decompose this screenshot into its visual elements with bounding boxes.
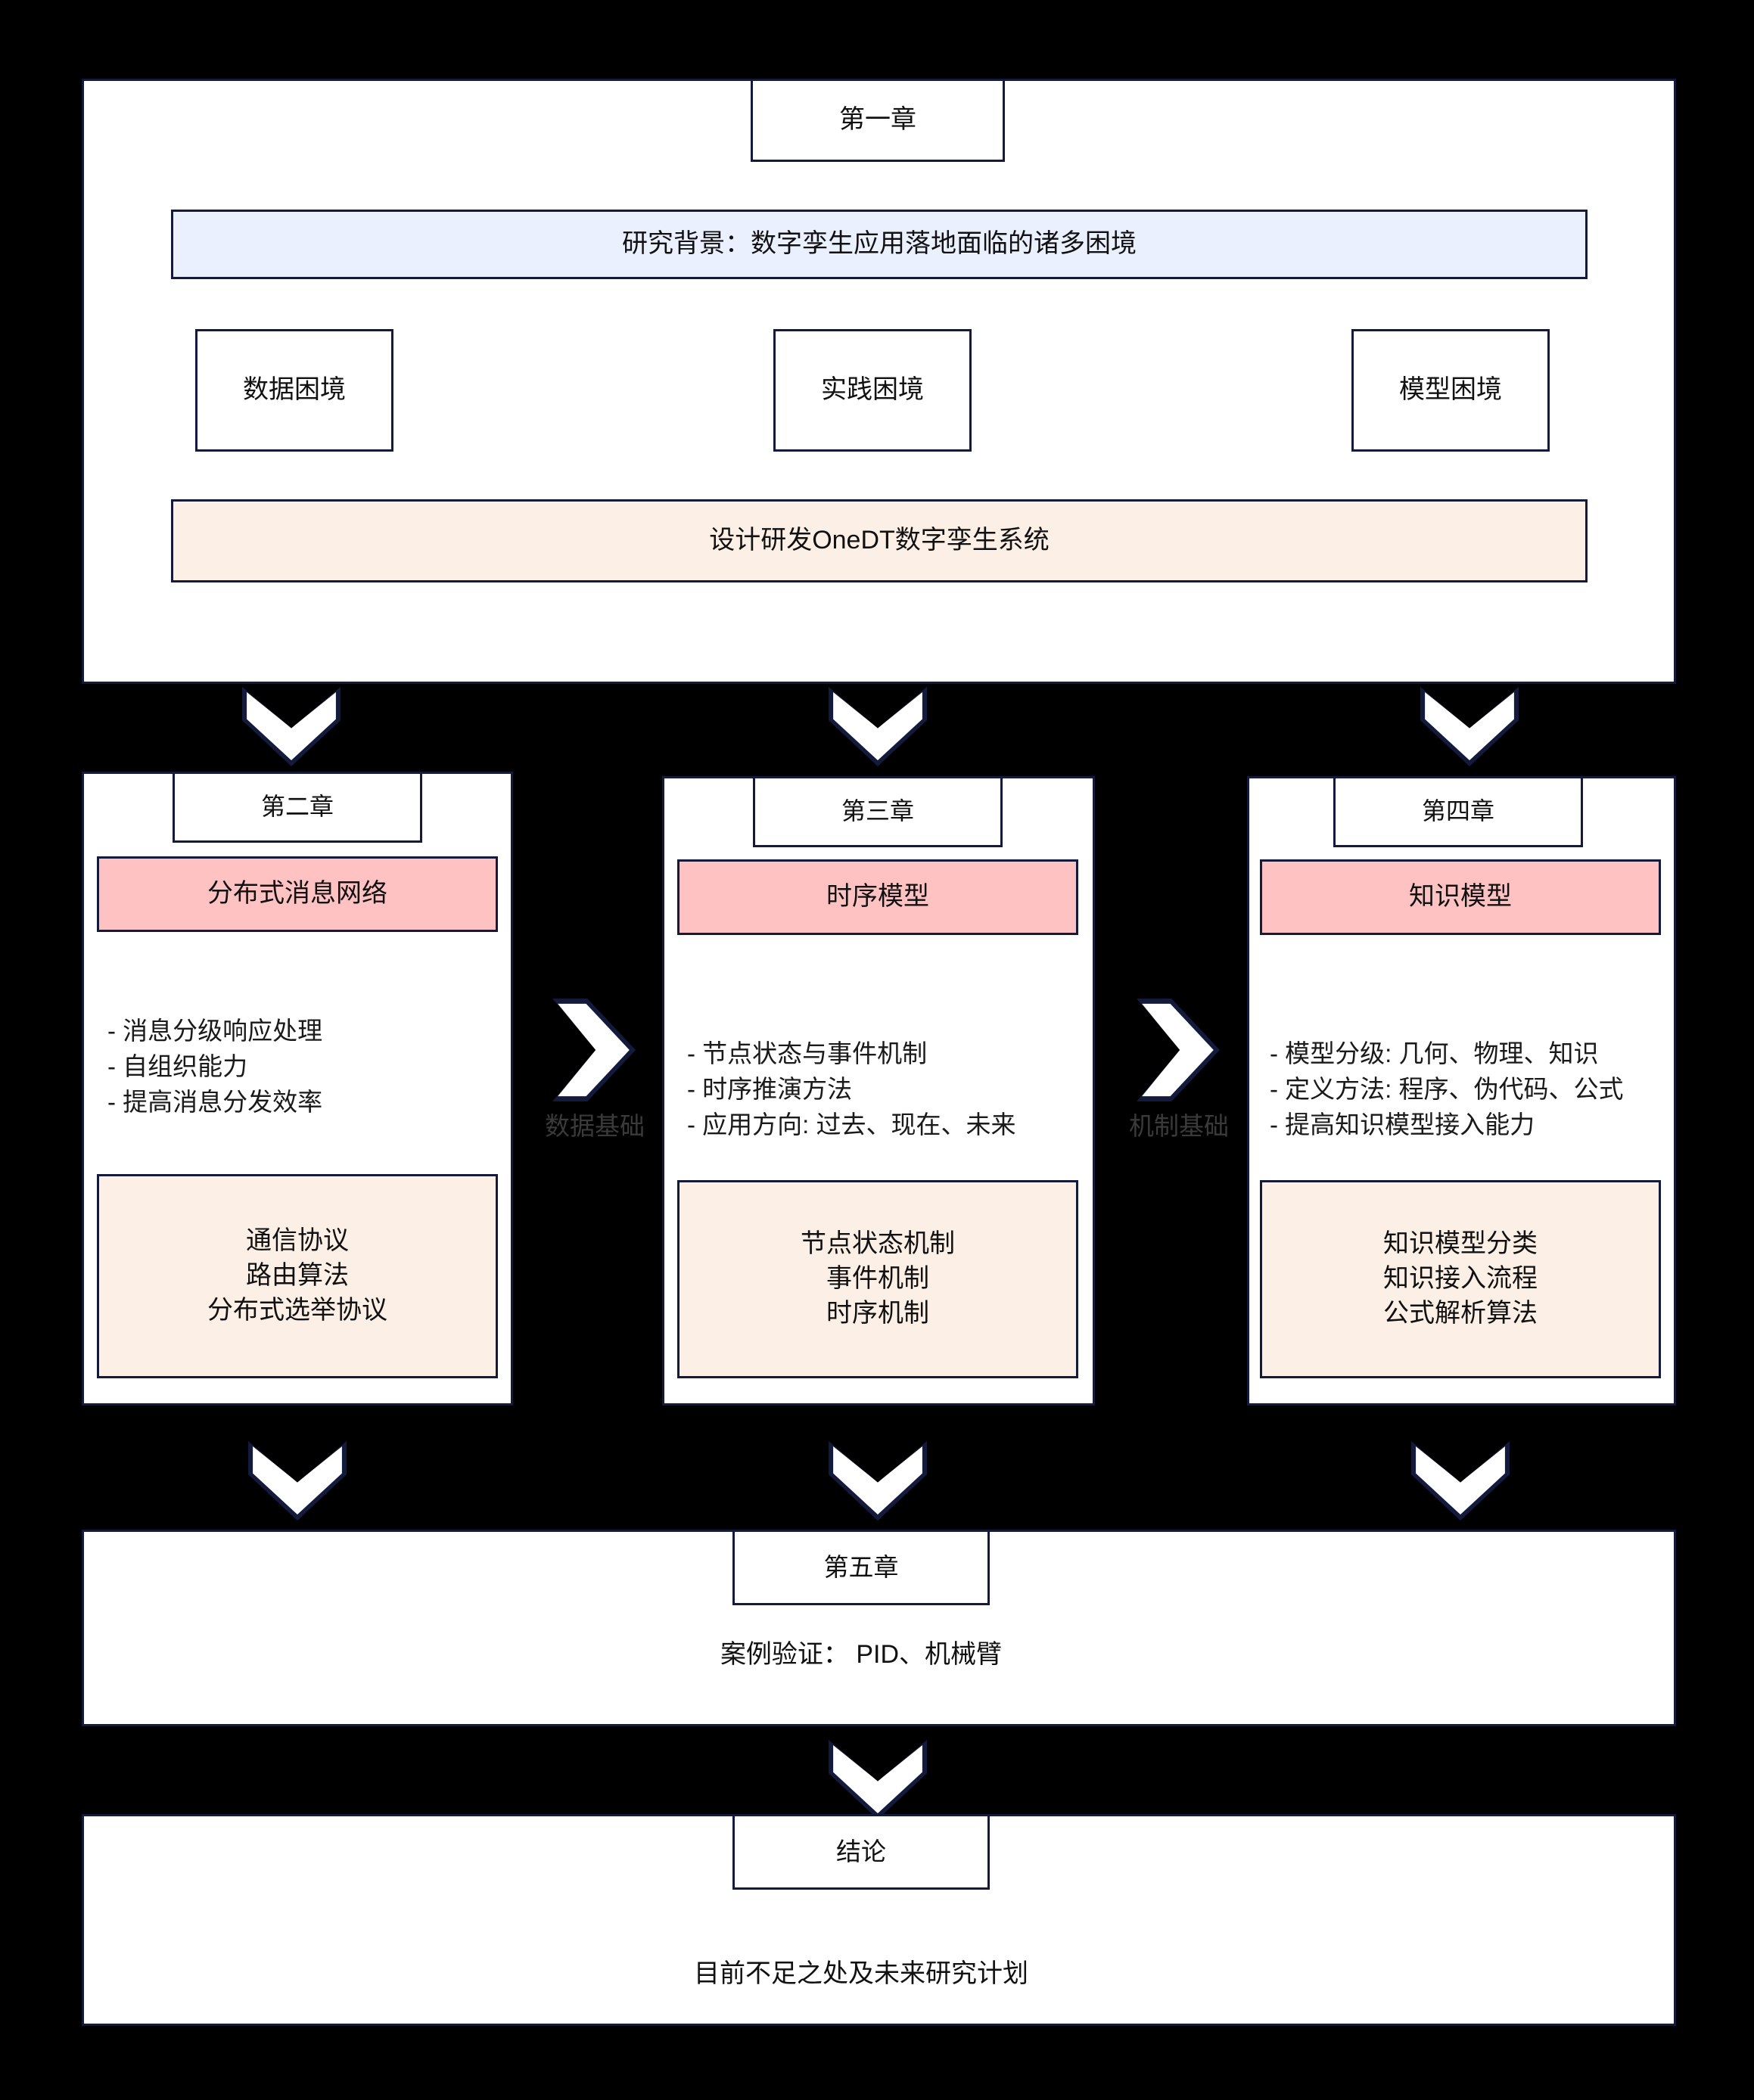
- chapter-5-title-box[interactable]: 第五章: [732, 1530, 990, 1605]
- down-arrow-chapter-4-to-5: [1411, 1441, 1510, 1521]
- onedt-system-banner[interactable]: 设计研发OneDT数字孪生系统: [171, 499, 1588, 582]
- down-arrow-to-conclusion: [829, 1740, 927, 1819]
- down-arrow-chapter-3-to-5: [829, 1441, 927, 1521]
- right-arrow-data-basis: [552, 999, 636, 1101]
- right-arrow-mechanism-basis: [1137, 999, 1220, 1101]
- dilemma-box-practice[interactable]: 实践困境: [773, 329, 972, 452]
- research-background-banner[interactable]: 研究背景：数字孪生应用落地面临的诸多困境: [171, 210, 1588, 279]
- right-arrow-mechanism-basis-label: 机制基础: [1129, 1112, 1229, 1140]
- dilemma-box-data[interactable]: 数据困境: [195, 329, 393, 452]
- down-arrow-to-chapter-3: [829, 687, 927, 766]
- chapter-1-title-box[interactable]: 第一章: [751, 79, 1005, 162]
- chapter-4-bullet-list: - 模型分级: 几何、物理、知识 - 定义方法: 程序、伪代码、公式 - 提高知…: [1270, 1039, 1624, 1139]
- chapter-4-title-box[interactable]: 第四章: [1333, 776, 1583, 847]
- chapter-2-title-box[interactable]: 第二章: [173, 772, 422, 843]
- chapter-2-topic-box[interactable]: 分布式消息网络: [97, 856, 498, 932]
- right-arrow-data-basis-label: 数据基础: [545, 1112, 645, 1140]
- chapter-5-body-text: 案例验证： PID、机械臂: [720, 1640, 1003, 1670]
- chapter-2-outcome-box[interactable]: 通信协议 路由算法 分布式选举协议: [97, 1174, 498, 1378]
- dilemma-box-model[interactable]: 模型困境: [1351, 329, 1550, 452]
- conclusion-body-text: 目前不足之处及未来研究计划: [694, 1959, 1028, 1989]
- chapter-3-outcome-box[interactable]: 节点状态机制 事件机制 时序机制: [677, 1180, 1078, 1378]
- down-arrow-chapter-2-to-5: [248, 1441, 347, 1521]
- down-arrow-to-chapter-2: [242, 687, 341, 766]
- chapter-2-bullet-list: - 消息分级响应处理 - 自组织能力 - 提高消息分发效率: [107, 1017, 323, 1116]
- chapter-4-outcome-box[interactable]: 知识模型分类 知识接入流程 公式解析算法: [1260, 1180, 1661, 1378]
- down-arrow-to-chapter-4: [1420, 687, 1519, 766]
- chapter-4-topic-box[interactable]: 知识模型: [1260, 859, 1661, 935]
- chapter-3-bullet-list: - 节点状态与事件机制 - 时序推演方法 - 应用方向: 过去、现在、未来: [687, 1039, 1016, 1139]
- chapter-3-title-box[interactable]: 第三章: [753, 776, 1003, 847]
- chapter-3-topic-box[interactable]: 时序模型: [677, 859, 1078, 935]
- conclusion-title-box[interactable]: 结论: [732, 1814, 990, 1890]
